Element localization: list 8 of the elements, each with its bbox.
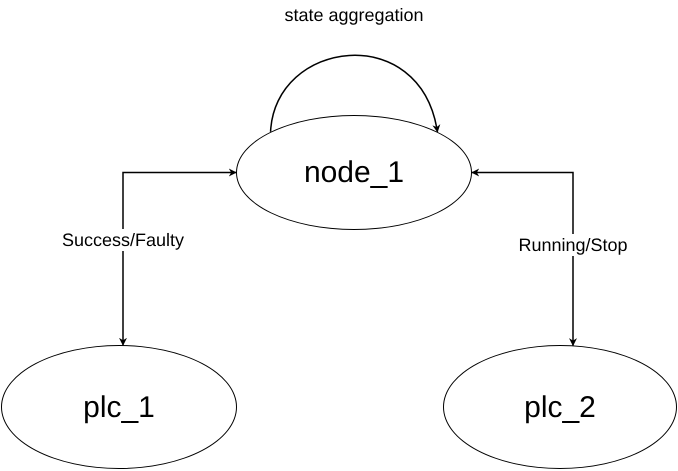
arrow xyxy=(119,168,237,346)
edge-label: Success/Faulty xyxy=(60,229,186,251)
state-ellipse: plc_2 xyxy=(443,345,677,469)
edge-label: Running/Stop xyxy=(517,234,629,256)
arrow xyxy=(471,168,577,346)
state-ellipse: plc_1 xyxy=(1,345,237,469)
arrow xyxy=(270,54,440,133)
state-ellipse: node_1 xyxy=(236,115,472,230)
